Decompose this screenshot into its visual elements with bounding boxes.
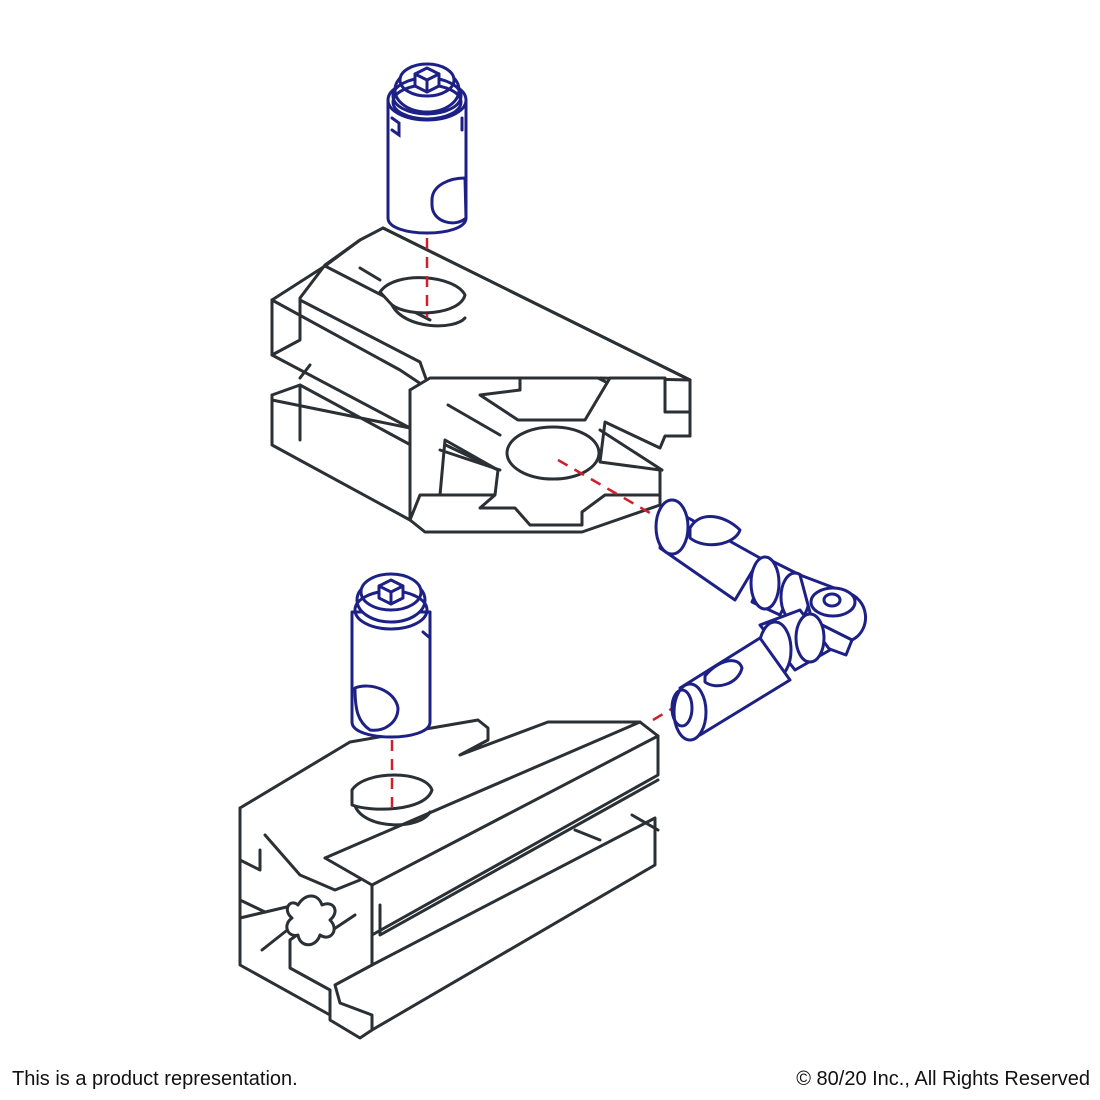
axis-upper-end-bore [557, 458, 663, 522]
socket-head-cap-screw-icon [353, 572, 429, 631]
upper-extrusion [270, 226, 692, 534]
lower-screw [350, 572, 432, 739]
lower-extrusion [238, 718, 660, 1040]
pivot-joint-assembly [654, 498, 868, 742]
socket-head-cap-screw-icon [391, 62, 463, 121]
assembly-diagram [238, 62, 868, 1040]
footer-copyright: © 80/20 Inc., All Rights Reserved [796, 1068, 1090, 1090]
footer-disclaimer: This is a product representation. [12, 1068, 298, 1090]
upper-screw [386, 62, 468, 235]
